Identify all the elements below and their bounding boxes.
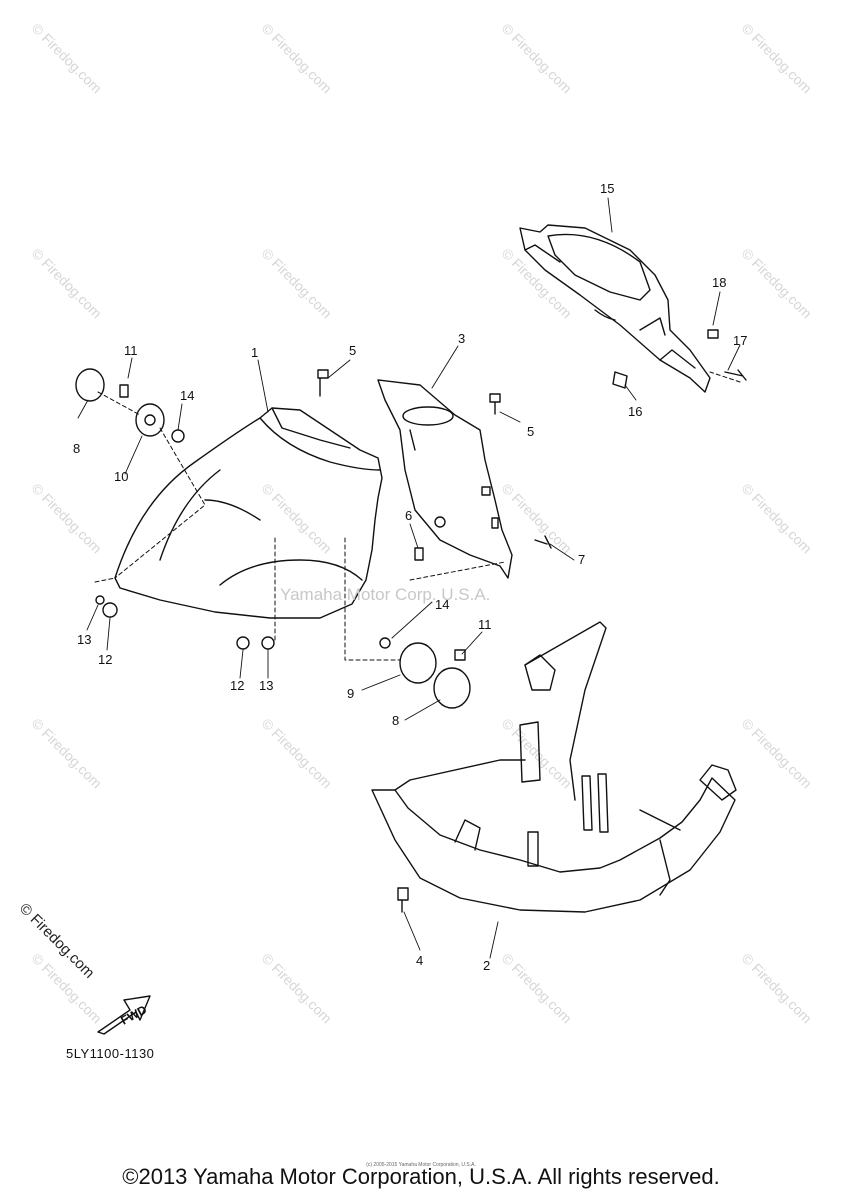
callout-5: 5 — [527, 424, 535, 439]
small-parts — [75, 329, 747, 913]
callout-11: 11 — [478, 617, 492, 632]
callout-7: 7 — [578, 552, 586, 567]
callout-12: 12 — [98, 652, 113, 667]
callout-14: 14 — [180, 388, 195, 403]
callout-2: 2 — [483, 958, 491, 973]
part-3-bracket — [377, 379, 513, 579]
callout-10: 10 — [114, 469, 129, 484]
callout-17: 17 — [733, 333, 748, 348]
part-15-cover — [519, 224, 711, 393]
callout-11: 11 — [124, 343, 138, 358]
copyright-notice: ©2013 Yamaha Motor Corporation, U.S.A. A… — [122, 1164, 720, 1189]
callout-5: 5 — [349, 343, 357, 358]
callout-12: 12 — [230, 678, 245, 693]
callout-3: 3 — [458, 331, 466, 346]
callout-13: 13 — [77, 632, 92, 647]
callout-14: 14 — [435, 597, 450, 612]
part-2-lower-cover — [371, 621, 737, 913]
callout-8: 8 — [73, 441, 81, 456]
yamaha-watermark: Yamaha Motor Corp. U.S.A. — [280, 585, 491, 604]
copyright-small-print: (c) 2005-2015 Yamaha Motor Corporation, … — [366, 1162, 476, 1168]
callout-13: 13 — [259, 678, 274, 693]
callout-15: 15 — [600, 181, 615, 196]
callout-6: 6 — [405, 508, 413, 523]
connector-lines — [94, 371, 741, 661]
part-1-front-fender — [114, 407, 383, 619]
fwd-arrow-icon — [97, 995, 151, 1035]
leader-lines — [77, 197, 741, 959]
callout-16: 16 — [628, 404, 643, 419]
callout-4: 4 — [416, 953, 424, 968]
callout-1: 1 — [251, 345, 259, 360]
callout-8: 8 — [392, 713, 400, 728]
callout-18: 18 — [712, 275, 727, 290]
diagram-code: 5LY1100-1130 — [66, 1046, 155, 1061]
callout-9: 9 — [347, 686, 355, 701]
